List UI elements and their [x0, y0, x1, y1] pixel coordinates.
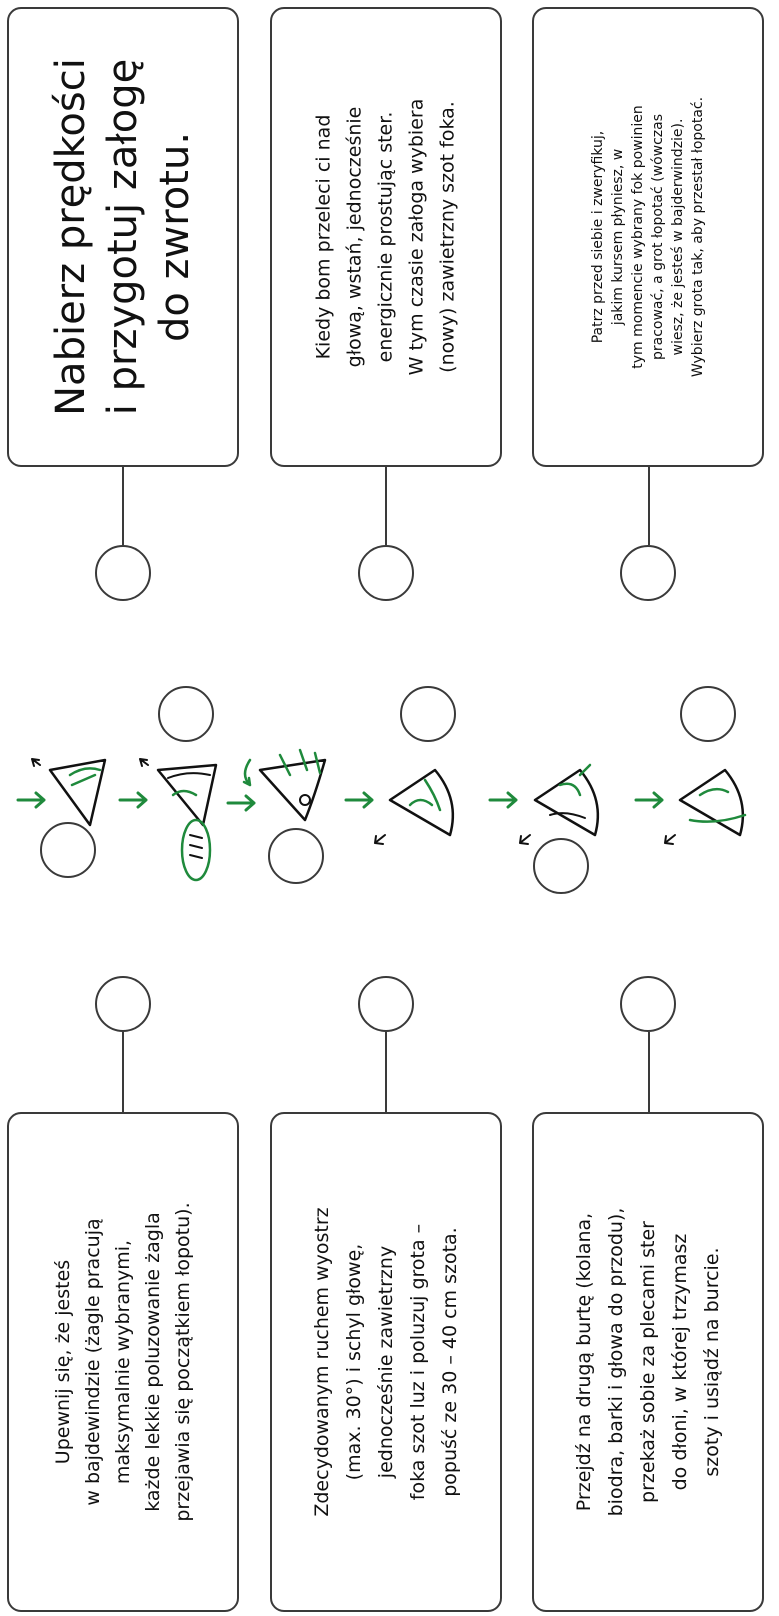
wind-arrow-icon	[634, 791, 664, 809]
step-marker-circle-icon	[95, 545, 151, 601]
wind-arrow-icon	[16, 791, 46, 809]
step-marker-circle-icon	[620, 976, 676, 1032]
wind-arrow-icon	[118, 791, 148, 809]
connector-top-right	[648, 467, 650, 545]
boat-sail-icon	[519, 763, 600, 845]
sketch-marker-circle-icon	[158, 686, 214, 742]
sketch-marker-circle-icon	[680, 686, 736, 742]
connector-bottom-right	[648, 1032, 650, 1112]
boat-sail-icon	[139, 758, 218, 882]
step-marker-circle-icon	[358, 545, 414, 601]
sketch-marker-circle-icon	[533, 838, 589, 894]
connector-top-middle	[385, 467, 387, 545]
boat-sail-icon	[242, 748, 327, 822]
sketch-marker-circle-icon	[40, 822, 96, 878]
step-box-bottom-right: Przejdź na drugą burtę (kolana, biodra, …	[532, 1112, 764, 1612]
sketch-marker-circle-icon	[400, 686, 456, 742]
boat-sail-icon	[664, 768, 747, 845]
wind-arrow-icon	[226, 794, 256, 812]
wind-arrow-icon	[488, 791, 518, 809]
wind-arrow-icon	[344, 791, 374, 809]
step-marker-circle-icon	[95, 976, 151, 1032]
step-box-bottom-left: Upewnij się, że jesteś w bajdewindzie (ż…	[7, 1112, 239, 1612]
boat-sail-icon	[374, 768, 455, 845]
boat-sail-icon	[31, 758, 107, 827]
step-marker-circle-icon	[620, 545, 676, 601]
connector-top-left	[122, 467, 124, 545]
step-box-top-left: Nabierz prędkości i przygotuj załogę do …	[7, 7, 239, 467]
connector-bottom-middle	[385, 1032, 387, 1112]
connector-bottom-left	[122, 1032, 124, 1112]
step-box-top-middle: Kiedy bom przeleci ci nad głową, wstań, …	[270, 7, 502, 467]
step-box-top-right: Patrz przed siebie i zweryfikuj, jakim k…	[532, 7, 764, 467]
step-marker-circle-icon	[358, 976, 414, 1032]
step-box-bottom-middle: Zdecydowanym ruchem wyostrz (max. 30°) i…	[270, 1112, 502, 1612]
sketch-marker-circle-icon	[268, 828, 324, 884]
